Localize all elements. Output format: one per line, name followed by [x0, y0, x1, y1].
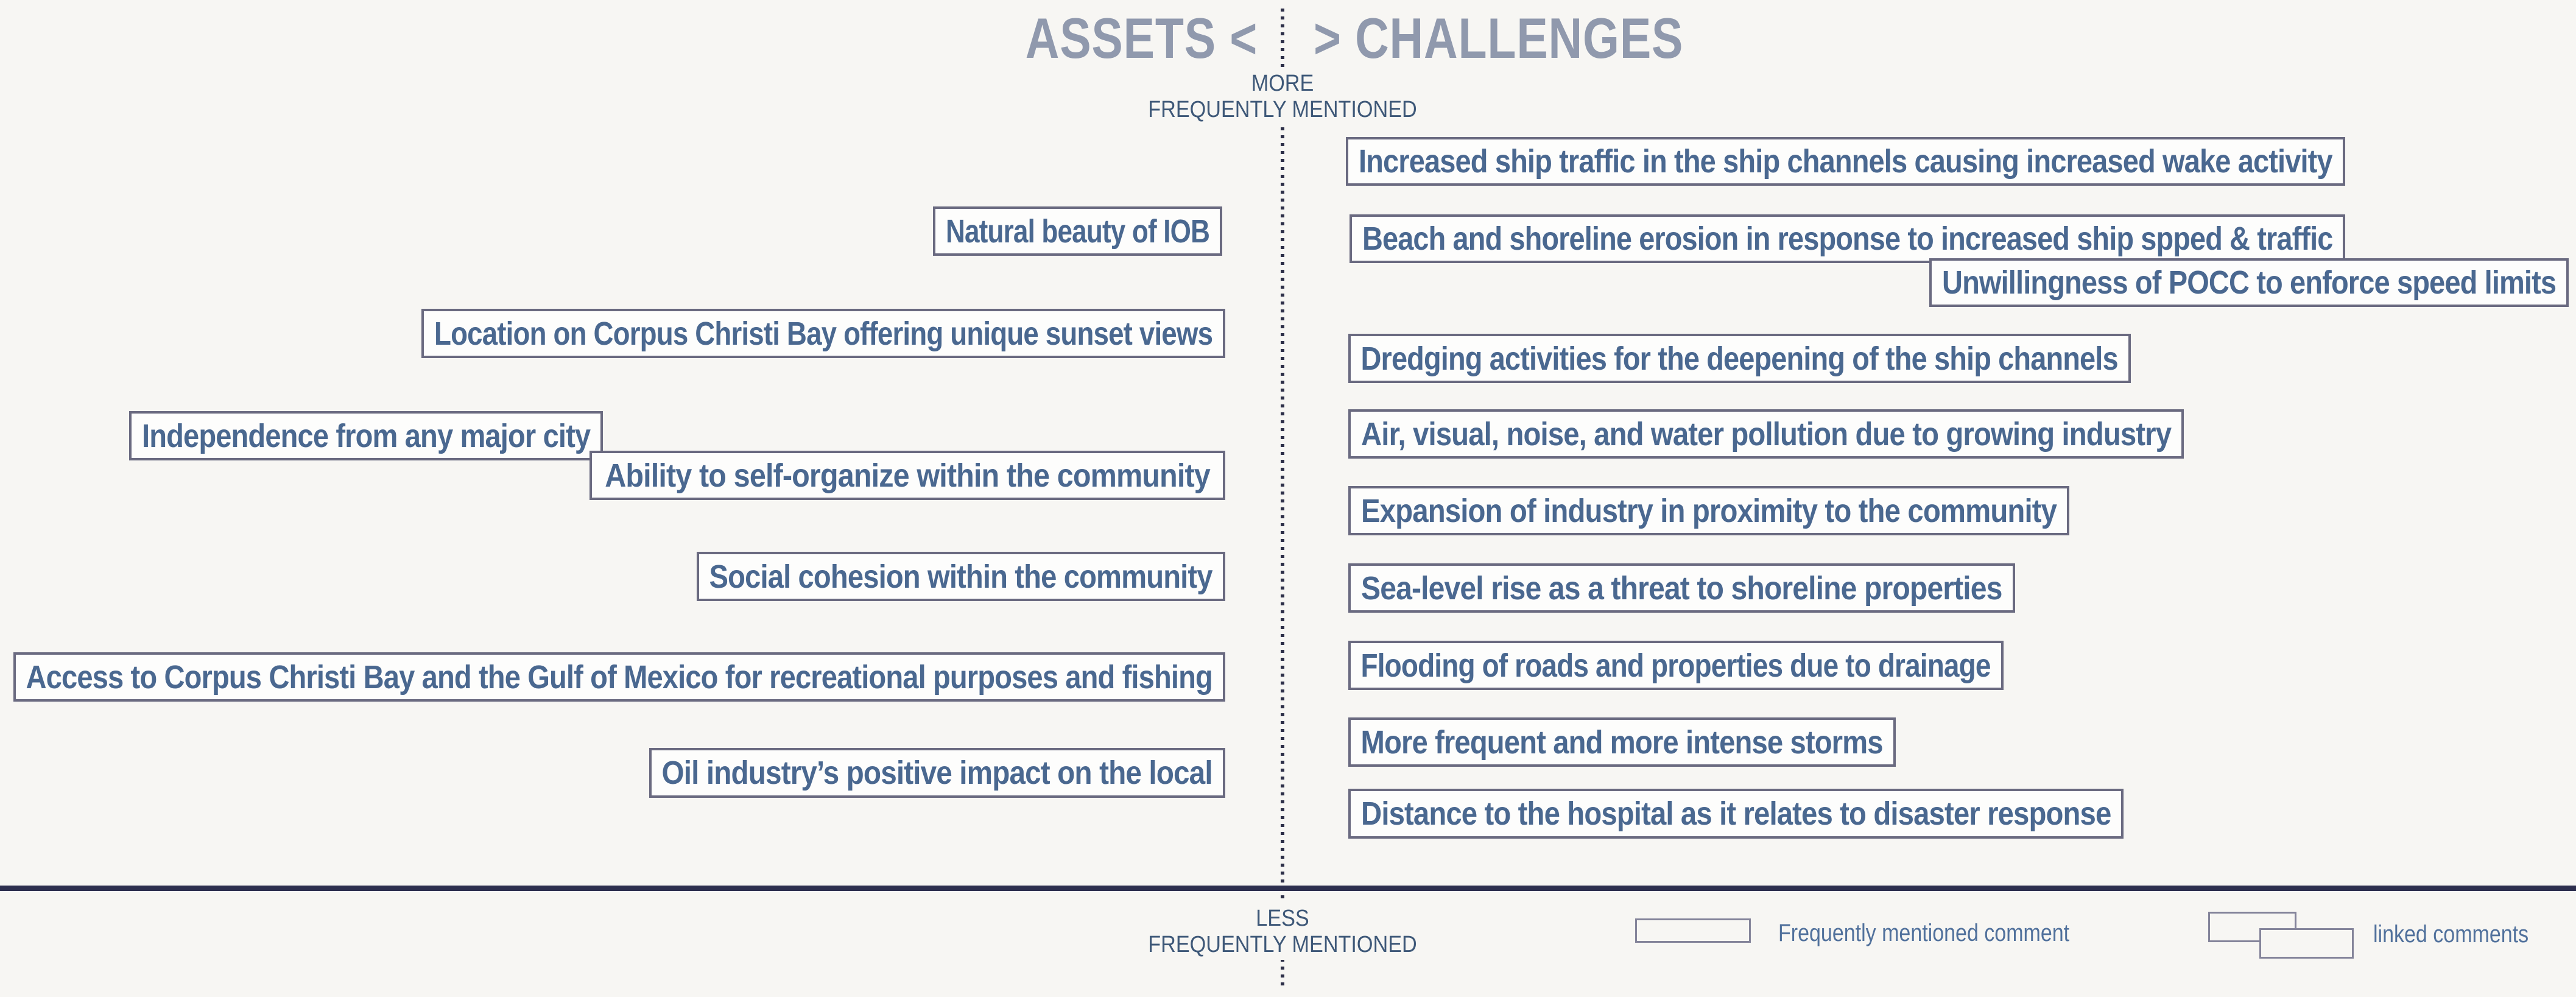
challenges-title: > CHALLENGES — [1314, 6, 1684, 70]
challenge-comment-box: Dredging activities for the deepening of… — [1348, 334, 2131, 383]
challenge-comment-box: Expansion of industry in proximity to th… — [1348, 486, 2069, 535]
more-label-line1: MORE — [1251, 71, 1314, 96]
challenge-comment-box: Beach and shoreline erosion in response … — [1350, 214, 2345, 263]
bottom-axis-line — [0, 886, 2576, 891]
comment-label: Access to Corpus Christi Bay and the Gul… — [26, 658, 1213, 696]
legend-linked-label: linked comments — [2373, 921, 2529, 948]
challenge-comment-box: Increased ship traffic in the ship chann… — [1346, 137, 2345, 186]
asset-comment-box: Access to Corpus Christi Bay and the Gul… — [13, 652, 1225, 702]
comment-label: Location on Corpus Christi Bay offering … — [434, 315, 1213, 352]
comment-label: Beach and shoreline erosion in response … — [1362, 220, 2333, 257]
challenge-comment-box: Air, visual, noise, and water pollution … — [1348, 409, 2184, 459]
more-label-line2: FREQUENTLY MENTIONED — [1148, 96, 1417, 122]
comment-label: Independence from any major city — [141, 417, 591, 454]
asset-comment-box: Ability to self-organize within the comm… — [589, 451, 1225, 500]
legend-linked-box-back — [2208, 912, 2296, 942]
comment-label: Ability to self-organize within the comm… — [605, 457, 1211, 494]
legend-frequent-label: Frequently mentioned comment — [1778, 920, 2070, 946]
challenge-comment-box: More frequent and more intense storms — [1348, 717, 1896, 767]
less-label-line2: FREQUENTLY MENTIONED — [1148, 931, 1417, 957]
asset-comment-box: Location on Corpus Christi Bay offering … — [421, 309, 1225, 358]
comment-label: Sea-level rise as a threat to shoreline … — [1361, 569, 2002, 607]
assets-title: ASSETS < — [1025, 6, 1258, 70]
less-label-line1: LESS — [1256, 906, 1309, 931]
comment-label: Oil industry’s positive impact on the lo… — [661, 755, 1213, 791]
asset-comment-box: Oil industry’s positive impact on the lo… — [649, 748, 1225, 798]
comment-label: Increased ship traffic in the ship chann… — [1359, 143, 2333, 180]
challenge-comment-box: Distance to the hospital as it relates t… — [1348, 789, 2124, 839]
more-frequently-mentioned-label: MORE FREQUENTLY MENTIONED — [1122, 68, 1443, 125]
comment-label: More frequent and more intense storms — [1360, 724, 1884, 761]
comment-label: Distance to the hospital as it relates t… — [1360, 795, 2111, 832]
comment-label: Flooding of roads and properties due to … — [1360, 647, 1991, 684]
comment-label: Unwillingness of POCC to enforce speed l… — [1941, 264, 2557, 301]
challenge-comment-box: Flooding of roads and properties due to … — [1348, 641, 2004, 690]
challenge-comment-box: Unwillingness of POCC to enforce speed l… — [1929, 258, 2569, 307]
center-dotted-axis-line — [1281, 9, 1284, 987]
comment-label: Expansion of industry in proximity to th… — [1360, 492, 2057, 529]
comment-label: Dredging activities for the deepening of… — [1360, 340, 2119, 377]
challenge-comment-box: Sea-level rise as a threat to shoreline … — [1348, 563, 2015, 613]
comment-label: Air, visual, noise, and water pollution … — [1360, 415, 2172, 453]
asset-comment-box: Independence from any major city — [129, 411, 603, 460]
comment-label: Social cohesion within the community — [709, 558, 1213, 595]
less-frequently-mentioned-label: LESS FREQUENTLY MENTIONED — [1122, 903, 1443, 960]
legend-frequent-box — [1635, 918, 1751, 943]
comment-label: Natural beauty of IOB — [945, 213, 1210, 250]
asset-comment-box: Natural beauty of IOB — [933, 206, 1222, 256]
asset-comment-box: Social cohesion within the community — [697, 552, 1225, 601]
legend-linked-box-front — [2259, 928, 2354, 959]
